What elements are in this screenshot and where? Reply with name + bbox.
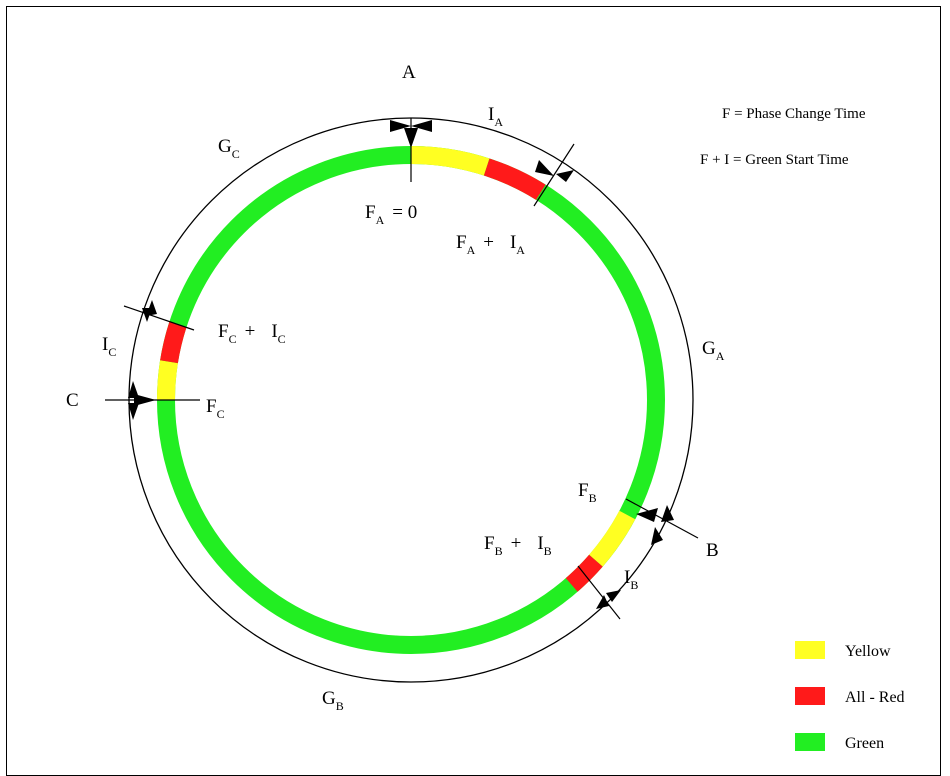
- tick-fb: [625, 498, 699, 539]
- label-ia: IA: [488, 104, 503, 129]
- label-fb-plus-ib: FB+IB: [484, 533, 552, 558]
- yellow-interval-c: [156, 360, 178, 401]
- arrow-ia-2: [556, 170, 574, 182]
- yellow-interval-b: [589, 510, 636, 567]
- arrow-ib: [596, 595, 609, 609]
- all-red-interval-c: [160, 321, 187, 364]
- tick-fc-ic: [123, 305, 195, 331]
- label-fa-zero: FA= 0: [365, 202, 417, 227]
- yellow-interval-a: [410, 146, 490, 176]
- arrow-c-up: [128, 381, 139, 398]
- label-b: B: [706, 540, 719, 561]
- legend-swatch-red: [795, 687, 825, 705]
- label-fc: FC: [206, 396, 225, 421]
- arrow-a-right: [411, 120, 432, 132]
- tick-fa-ia: [533, 143, 575, 207]
- arrow-ia: [535, 160, 554, 176]
- label-ga: GA: [702, 338, 725, 363]
- arrow-c-in: [134, 394, 156, 406]
- legend-swatch-green: [795, 733, 825, 751]
- label-gb: GB: [322, 688, 344, 713]
- label-gc: GC: [218, 136, 240, 161]
- arrow-b-up: [661, 505, 674, 522]
- legend-label-red: All - Red: [845, 689, 905, 706]
- tick-fb-ib: [577, 565, 621, 620]
- all-red-interval-a: [483, 158, 546, 200]
- arrow-b-down: [651, 527, 663, 545]
- note-phase-change: F = Phase Change Time: [722, 106, 866, 122]
- label-a: A: [402, 62, 416, 83]
- label-ic: IC: [102, 334, 116, 359]
- arrow-b-in: [636, 508, 658, 522]
- note-green-start: F + I = Green Start Time: [700, 152, 849, 168]
- arrowheads: [128, 120, 674, 609]
- arrow-c-down: [128, 403, 139, 420]
- arrow-a-left: [390, 120, 411, 132]
- arrow-ic-2: [142, 308, 152, 322]
- label-fb: FB: [578, 480, 597, 505]
- label-fa-plus-ia: FA+IA: [456, 232, 525, 257]
- label-c: C: [66, 390, 79, 411]
- legend-swatch-yellow: [795, 641, 825, 659]
- legend-label-green: Green: [845, 735, 884, 752]
- legend: Yellow All - Red Green: [795, 641, 905, 752]
- arrow-a-down: [404, 128, 418, 148]
- legend-label-yellow: Yellow: [845, 643, 891, 660]
- label-ib: IB: [624, 567, 638, 592]
- arrow-ib-2: [606, 590, 621, 602]
- label-fc-plus-ic: FC+IC: [218, 321, 286, 346]
